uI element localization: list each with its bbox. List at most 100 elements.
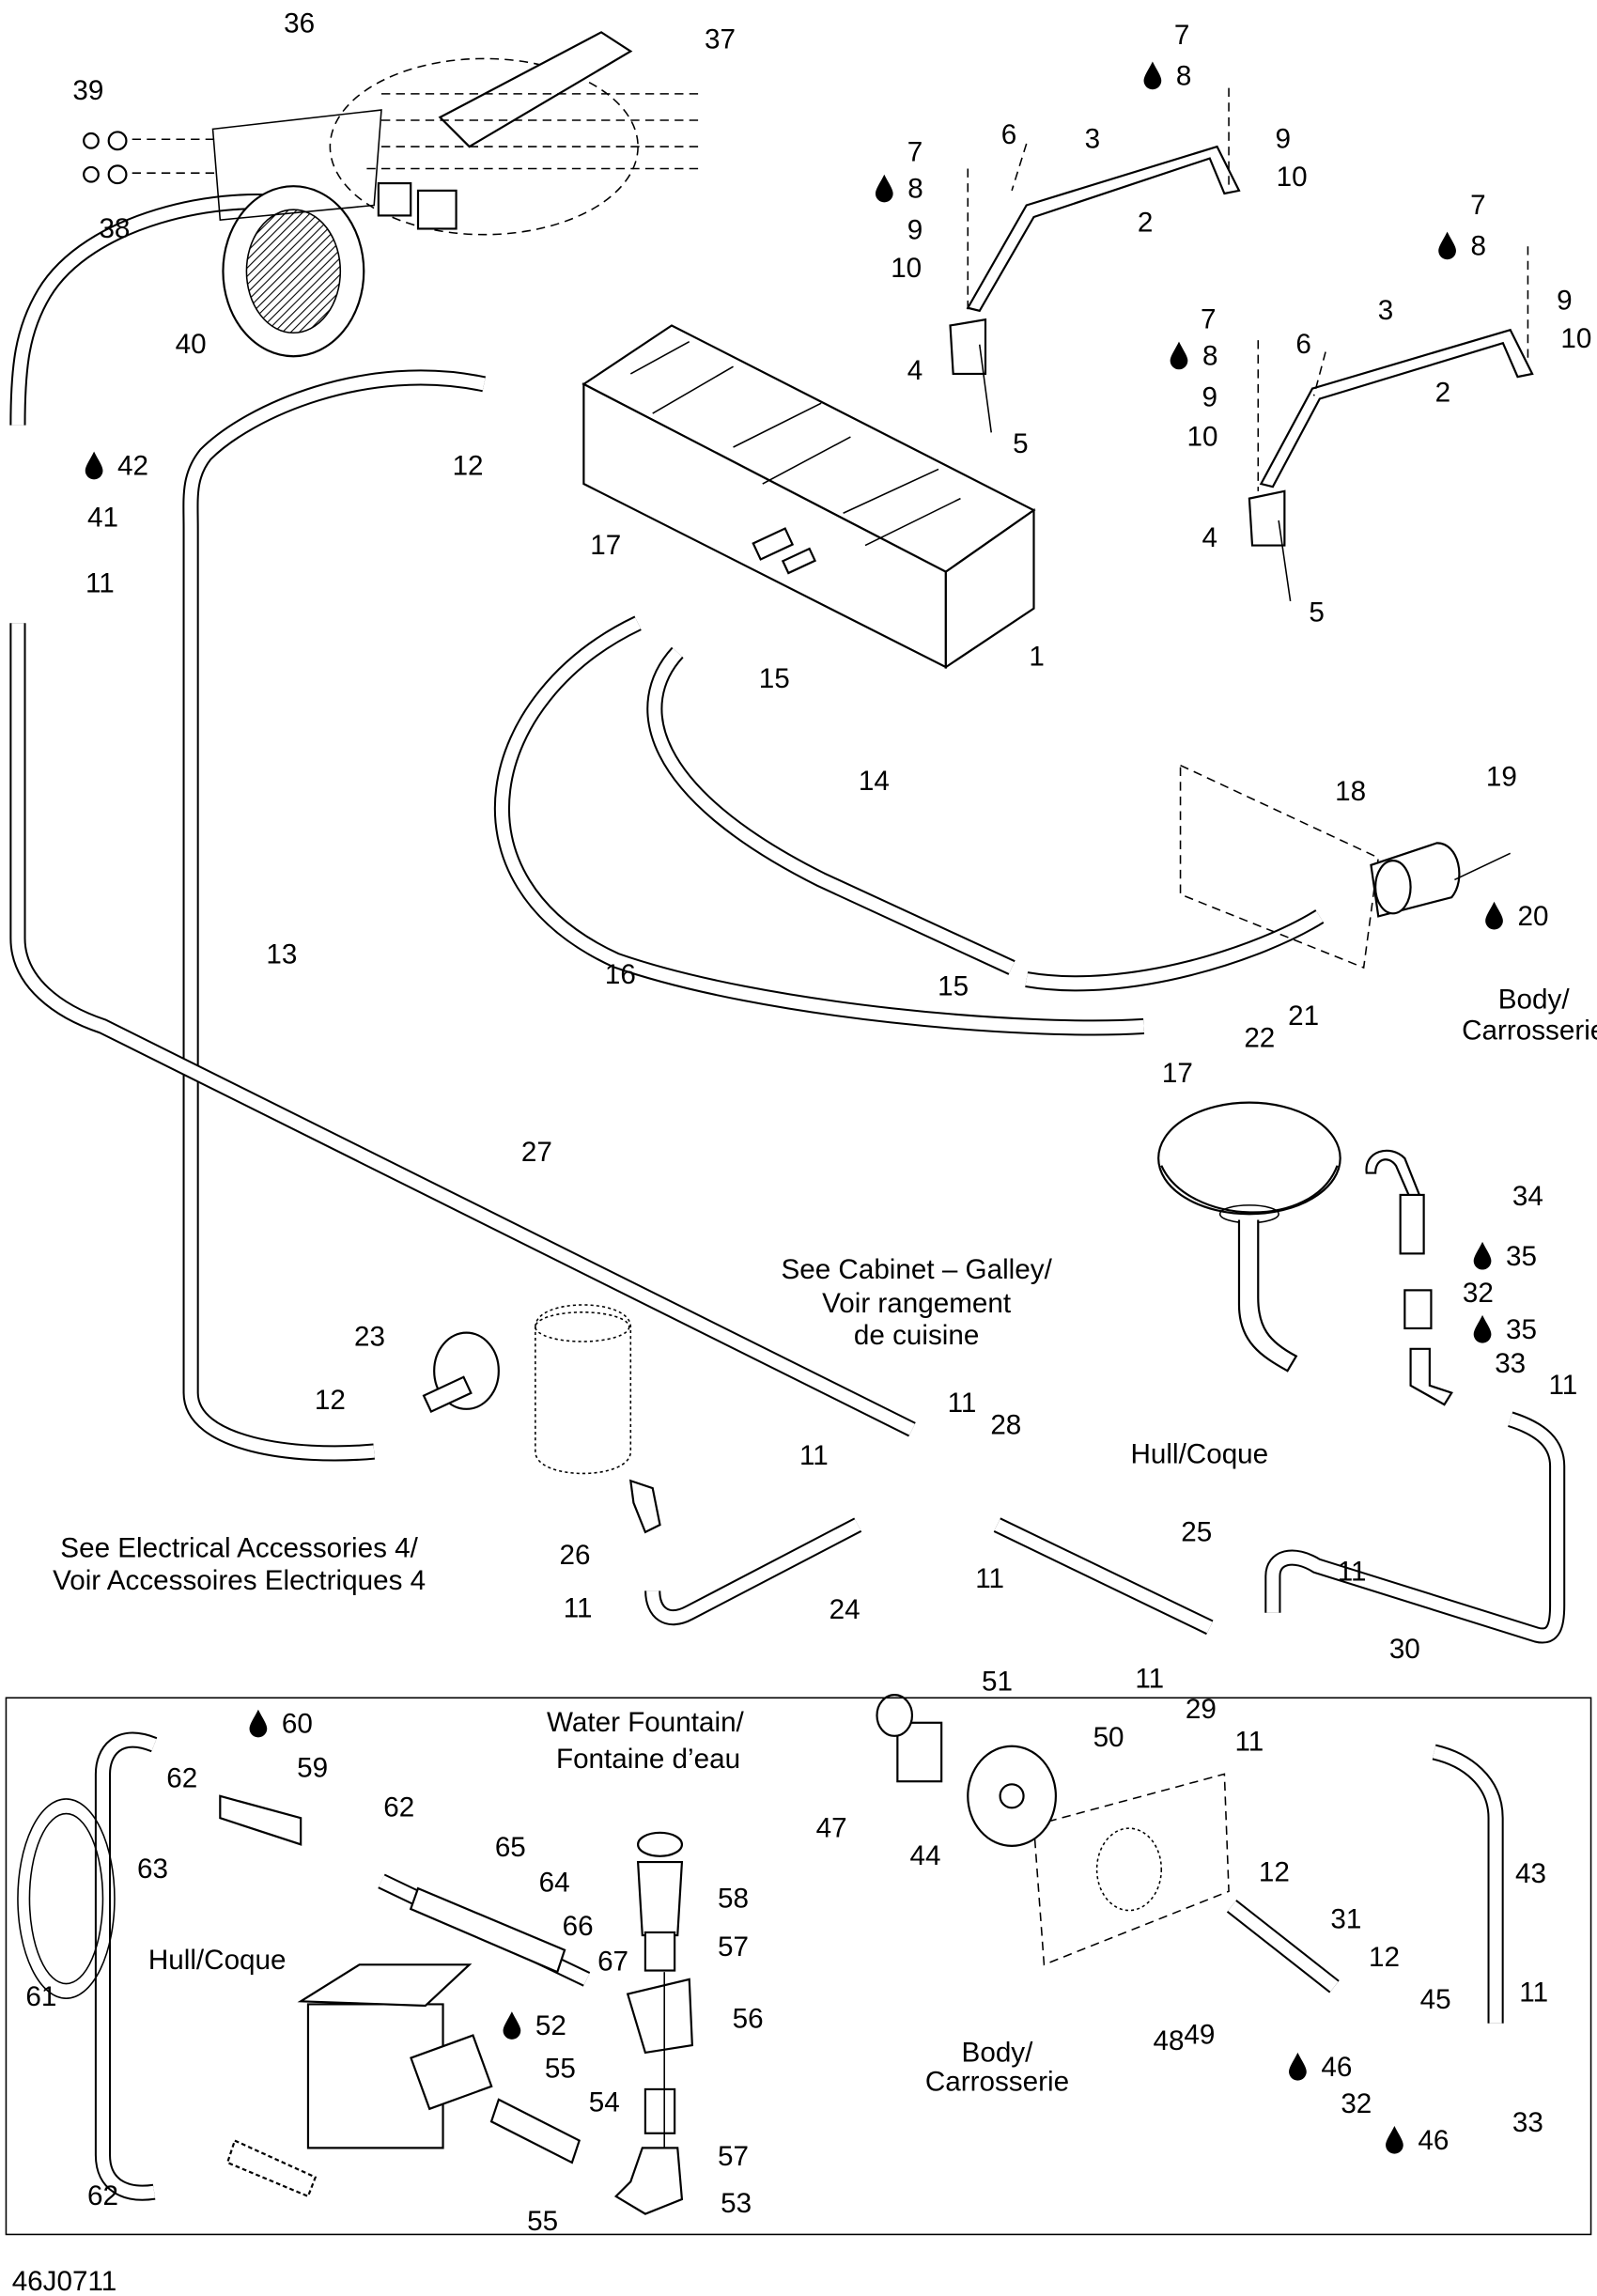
- callout-number: 29: [1186, 1694, 1217, 1725]
- oil-drop-icon: [1438, 231, 1456, 260]
- body-panel-fill-fitting: [1179, 764, 1512, 970]
- callout-7: 7: [907, 137, 923, 168]
- callout-number: 7: [1174, 20, 1190, 51]
- note-electrical-2: Voir Accessoires Electriques 4: [53, 1565, 426, 1596]
- callout-5: 5: [1309, 597, 1325, 628]
- callout-9: 9: [1202, 381, 1218, 412]
- callout-42: 42: [85, 451, 148, 482]
- hose-16: [493, 615, 1145, 1036]
- callout-number: 31: [1330, 1903, 1361, 1934]
- callout-11: 11: [975, 1563, 1004, 1594]
- callout-7: 7: [1470, 190, 1486, 221]
- callout-number: 40: [176, 329, 207, 360]
- callout-1: 1: [1029, 642, 1045, 673]
- callout-number: 7: [1201, 304, 1217, 335]
- callout-number: 60: [282, 1709, 313, 1740]
- callout-29: 29: [1186, 1694, 1217, 1725]
- callout-53: 53: [721, 2188, 752, 2219]
- callout-28: 28: [990, 1409, 1021, 1440]
- note-inset-title-2: Fontaine d’eau: [556, 1744, 740, 1775]
- callout-number: 17: [590, 530, 621, 561]
- water-fountain-outlet: [876, 1694, 1230, 1966]
- note-body-1: Body/: [1498, 985, 1571, 1016]
- callout-number: 2: [1138, 208, 1154, 239]
- callout-4: 4: [907, 355, 923, 386]
- galley-sink: [1157, 1101, 1341, 1373]
- callout-number: 18: [1335, 776, 1366, 807]
- oil-drop-icon: [875, 174, 893, 203]
- callout-57: 57: [718, 2141, 749, 2172]
- callout-number: 16: [605, 959, 636, 990]
- callout-38: 38: [99, 213, 130, 244]
- callout-number: 61: [25, 1981, 56, 2012]
- callout-60: 60: [249, 1709, 313, 1740]
- callout-2: 2: [1138, 208, 1154, 239]
- callout-13: 13: [266, 939, 297, 970]
- callout-9: 9: [1276, 124, 1292, 155]
- callout-number: 63: [137, 1854, 168, 1885]
- callout-55: 55: [545, 2053, 576, 2084]
- callout-number: 14: [859, 766, 890, 797]
- callout-54: 54: [589, 2087, 620, 2118]
- callout-15: 15: [759, 663, 790, 694]
- callout-number: 46: [1418, 2125, 1449, 2156]
- callout-number: 3: [1378, 295, 1394, 326]
- callout-10: 10: [1186, 421, 1217, 452]
- callout-46: 46: [1386, 2125, 1449, 2156]
- callout-25: 25: [1181, 1516, 1212, 1547]
- callout-number: 49: [1184, 2020, 1215, 2051]
- callout-45: 45: [1420, 1984, 1451, 2015]
- callout-number: 21: [1288, 1001, 1319, 1032]
- note-body-2: Carrosserie: [1462, 1016, 1597, 1047]
- callout-39: 39: [72, 75, 103, 106]
- water-pump: [422, 1304, 661, 1534]
- callout-62: 62: [383, 1792, 414, 1823]
- callout-number: 56: [733, 2003, 764, 2034]
- callout-11: 11: [1235, 1726, 1264, 1757]
- callout-4: 4: [1202, 522, 1218, 553]
- callout-number: 10: [1560, 323, 1591, 354]
- callout-47: 47: [816, 1813, 847, 1844]
- hose-14b: [1025, 909, 1325, 992]
- callout-number: 48: [1154, 2025, 1185, 2056]
- oil-drop-icon: [1289, 2052, 1307, 2081]
- callout-number: 57: [718, 1931, 749, 1962]
- callout-number: 34: [1512, 1181, 1543, 1212]
- callout-8: 8: [1438, 231, 1486, 262]
- callout-11: 11: [948, 1388, 977, 1419]
- callout-32: 32: [1341, 2088, 1372, 2119]
- oil-drop-icon: [1170, 341, 1188, 370]
- callout-number: 36: [284, 8, 315, 39]
- callout-number: 41: [87, 502, 118, 533]
- callout-number: 66: [563, 1911, 594, 1942]
- callout-number: 7: [907, 137, 923, 168]
- callout-9: 9: [907, 214, 923, 245]
- callout-40: 40: [176, 329, 207, 360]
- callout-33: 33: [1512, 2107, 1543, 2138]
- callout-31: 31: [1330, 1903, 1361, 1934]
- callout-number: 55: [527, 2206, 558, 2237]
- oil-drop-icon: [1473, 1241, 1492, 1270]
- callout-number: 9: [1202, 381, 1218, 412]
- hose-43: [1432, 1744, 1504, 2024]
- note-body2-2: Carrosserie: [925, 2067, 1069, 2098]
- callout-number: 11: [1235, 1726, 1264, 1757]
- callout-65: 65: [495, 1832, 526, 1863]
- callout-number: 53: [721, 2188, 752, 2219]
- callout-number: 11: [948, 1388, 977, 1419]
- filler-assembly: [83, 31, 705, 358]
- callout-number: 35: [1506, 1241, 1537, 1272]
- hose-13: [182, 369, 487, 1462]
- callout-10: 10: [1277, 162, 1308, 193]
- callout-number: 30: [1389, 1634, 1420, 1665]
- oil-drop-icon: [1473, 1314, 1492, 1343]
- hose-27: [9, 623, 916, 1437]
- hose-40: [9, 194, 302, 426]
- callout-number: 2: [1435, 378, 1451, 409]
- callout-7: 7: [1174, 20, 1190, 51]
- callout-number: 44: [910, 1840, 941, 1871]
- callout-12: 12: [1259, 1856, 1290, 1887]
- callout-41: 41: [87, 502, 118, 533]
- callout-number: 32: [1341, 2088, 1372, 2119]
